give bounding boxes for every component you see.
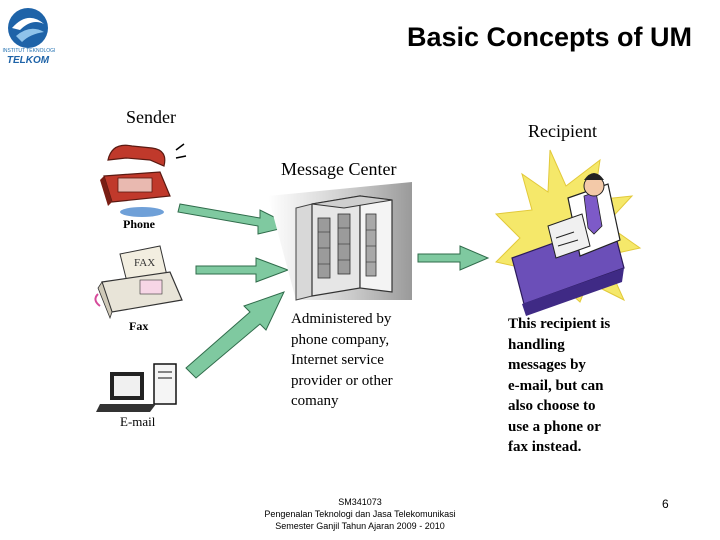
slide-title: Basic Concepts of UM: [406, 22, 692, 52]
message-center-label: Message Center: [281, 159, 397, 179]
recipient-line: e-mail, but can: [508, 377, 604, 394]
administration-line: comany: [291, 393, 339, 409]
email-label: E-mail: [120, 414, 156, 429]
telkom-logo: [8, 8, 48, 48]
administration-line: Administered by: [291, 311, 392, 327]
fax-machine-icon: FAX: [94, 245, 183, 320]
recipient-line: This recipient is: [508, 316, 611, 332]
sender-label: Sender: [126, 107, 176, 127]
logo-name: TELKOM: [6, 55, 50, 66]
arrow-phone-to-center: [177, 203, 294, 235]
phone-label: Phone: [123, 217, 156, 231]
recipient-line: use a phone or: [508, 418, 601, 435]
course-code: SM341073: [338, 497, 382, 507]
arrow-center-to-recipient: [417, 245, 490, 271]
administration-line: phone company,: [291, 331, 390, 348]
recipient-note: This recipient is handling messages by e…: [508, 314, 658, 458]
recipient-line: handling: [508, 336, 565, 353]
administration-line: provider or other: [291, 372, 393, 389]
fax-paper-text: FAX: [134, 257, 155, 269]
recipient-line: also choose to: [508, 398, 596, 414]
semester: Semester Ganjil Tahun Ajaran 2009 - 2010: [275, 521, 445, 531]
computer-icon: [96, 363, 177, 412]
message-center-icon: [268, 182, 412, 301]
phone-icon: [100, 143, 187, 217]
arrow-email-to-center: [185, 291, 285, 379]
recipient-line: messages by: [508, 357, 586, 373]
recipient-line: fax instead.: [508, 439, 582, 455]
course-name: Pengenalan Teknologi dan Jasa Telekomuni…: [264, 509, 456, 519]
administration-line: Internet service: [291, 352, 384, 368]
page-number: 6: [662, 497, 669, 511]
slide-footer: SM341073 Pengenalan Teknologi dan Jasa T…: [230, 496, 490, 532]
arrow-fax-to-center: [195, 257, 290, 283]
recipient-icon: [494, 149, 642, 316]
fax-label: Fax: [129, 319, 149, 333]
logo-subtext: INSTITUT TEKNOLOGI: [2, 48, 56, 54]
administration-note: Administered by phone company, Internet …: [291, 309, 461, 412]
recipient-label: Recipient: [528, 121, 597, 141]
